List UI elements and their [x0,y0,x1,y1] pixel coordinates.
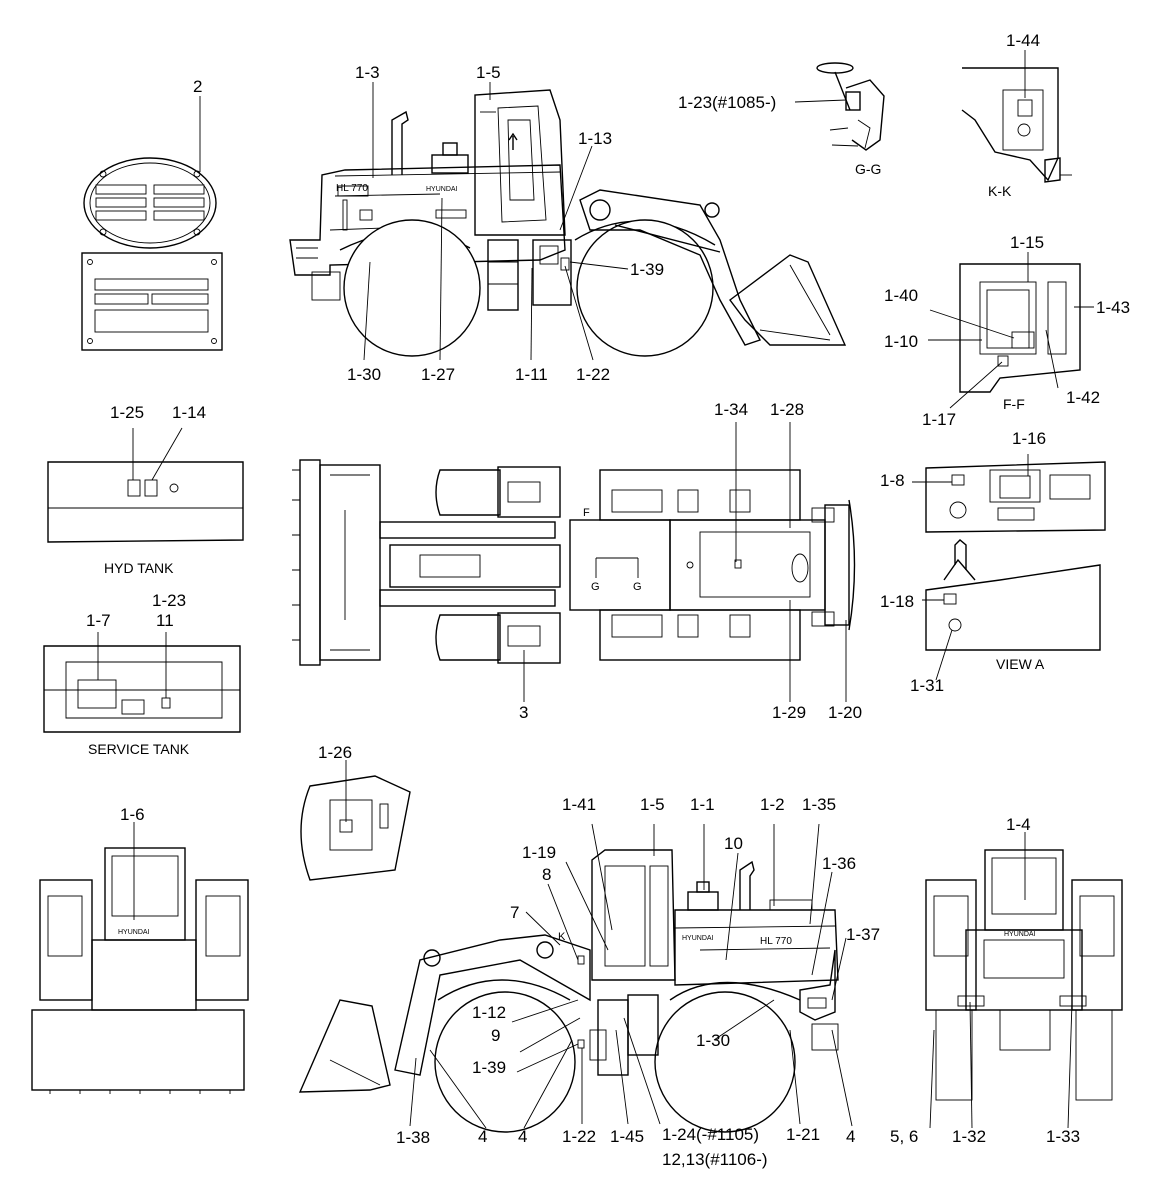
label-1-4: 1-4 [1006,815,1031,834]
label-12-13-1106: 12,13(#1106-) [662,1150,768,1169]
model-decal-lower: HL 770 [760,936,792,947]
section-marker-g1: G [591,581,600,593]
label-1-32: 1-32 [952,1127,987,1146]
label-1-33: 1-33 [1046,1127,1081,1146]
label-1-1: 1-1 [690,795,715,814]
brand-decal-front: HYUNDAI [118,929,150,936]
service-tank [43,632,241,733]
caption-ff: F-F [1003,396,1025,412]
label-4-a: 4 [478,1127,488,1146]
label-1-11: 1-11 [515,365,548,384]
side-view-lower: HL 770 HYUNDAI K [298,823,853,1133]
label-1-17: 1-17 [922,410,957,429]
label-1-40: 1-40 [884,286,919,305]
detail-1-26 [300,760,411,881]
view-a [912,454,1106,681]
label-1-39-lower: 1-39 [472,1058,507,1077]
label-1-36: 1-36 [822,854,857,873]
label-1-38: 1-38 [396,1128,431,1147]
label-2: 2 [193,77,203,96]
label-1-15: 1-15 [1010,233,1045,252]
label-1-20: 1-20 [828,703,863,722]
label-1-5-lower: 1-5 [640,795,665,814]
caption-view-a: VIEW A [996,656,1045,672]
label-1-29: 1-29 [772,703,807,722]
label-1-30-lower: 1-30 [696,1031,731,1050]
brand-decal-rear: HYUNDAI [1004,931,1036,938]
label-1-41: 1-41 [562,795,597,814]
label-1-3: 1-3 [355,63,380,82]
label-1-16: 1-16 [1012,429,1047,448]
label-1-39-upper: 1-39 [630,260,665,279]
label-1-25: 1-25 [110,403,145,422]
label-1-35: 1-35 [802,795,837,814]
label-1-6: 1-6 [120,805,145,824]
nameplate-oval [83,157,217,249]
side-view-upper: HL 770 HYUNDAI [289,82,847,361]
label-1-45: 1-45 [610,1127,645,1146]
front-view: HYUNDAI [31,822,249,1094]
label-1-43: 1-43 [1096,298,1131,317]
label-1-22-upper: 1-22 [576,365,611,384]
caption-service-tank: SERVICE TANK [88,741,190,757]
label-3: 3 [519,703,529,722]
label-1-23-1085: 1-23(#1085-) [678,93,777,112]
label-1-10: 1-10 [884,332,919,351]
label-1-34: 1-34 [714,400,749,419]
caption-kk: K-K [988,183,1012,199]
label-1-19: 1-19 [522,843,557,862]
label-1-23-service: 1-23 [152,591,187,610]
view-gg [794,62,885,151]
label-1-8: 1-8 [880,471,905,490]
label-1-13: 1-13 [578,129,613,148]
label-1-24-1105: 1-24(-#1105) [662,1125,760,1144]
label-4-b: 4 [518,1127,528,1146]
view-ff [928,252,1094,409]
label-9: 9 [491,1026,501,1045]
label-1-31: 1-31 [910,676,945,695]
label-1-7: 1-7 [86,611,111,630]
label-1-21: 1-21 [786,1125,821,1144]
label-1-28: 1-28 [770,400,805,419]
label-1-14: 1-14 [172,403,207,422]
section-marker-g2: G [633,581,642,593]
label-8: 8 [542,865,552,884]
label-1-18: 1-18 [880,592,915,611]
hyd-tank [47,427,244,543]
label-10: 10 [724,834,743,853]
label-1-30-upper: 1-30 [347,365,382,384]
view-kk [961,50,1072,183]
label-1-37: 1-37 [846,925,881,944]
label-1-12: 1-12 [472,1003,507,1022]
top-view: F G G [292,422,856,702]
nameplate-rect [81,252,223,351]
label-1-26: 1-26 [318,743,353,762]
rear-view: HYUNDAI [925,832,1123,1129]
section-marker-k: K [558,931,566,943]
label-1-2: 1-2 [760,795,785,814]
model-decal-upper: HL 770 [336,183,368,194]
label-11: 11 [156,611,174,630]
caption-gg: G-G [855,161,882,177]
label-1-22-lower: 1-22 [562,1127,597,1146]
brand-decal-upper: HYUNDAI [426,186,458,193]
label-1-5-upper: 1-5 [476,63,501,82]
label-1-44: 1-44 [1006,31,1041,50]
caption-hyd-tank: HYD TANK [104,560,174,576]
label-1-27: 1-27 [421,365,456,384]
section-marker-f: F [583,507,590,519]
label-7: 7 [510,903,520,922]
label-4-c: 4 [846,1127,856,1146]
label-1-42: 1-42 [1066,388,1101,407]
label-5-6: 5, 6 [890,1127,919,1146]
brand-decal-lower: HYUNDAI [682,935,714,942]
